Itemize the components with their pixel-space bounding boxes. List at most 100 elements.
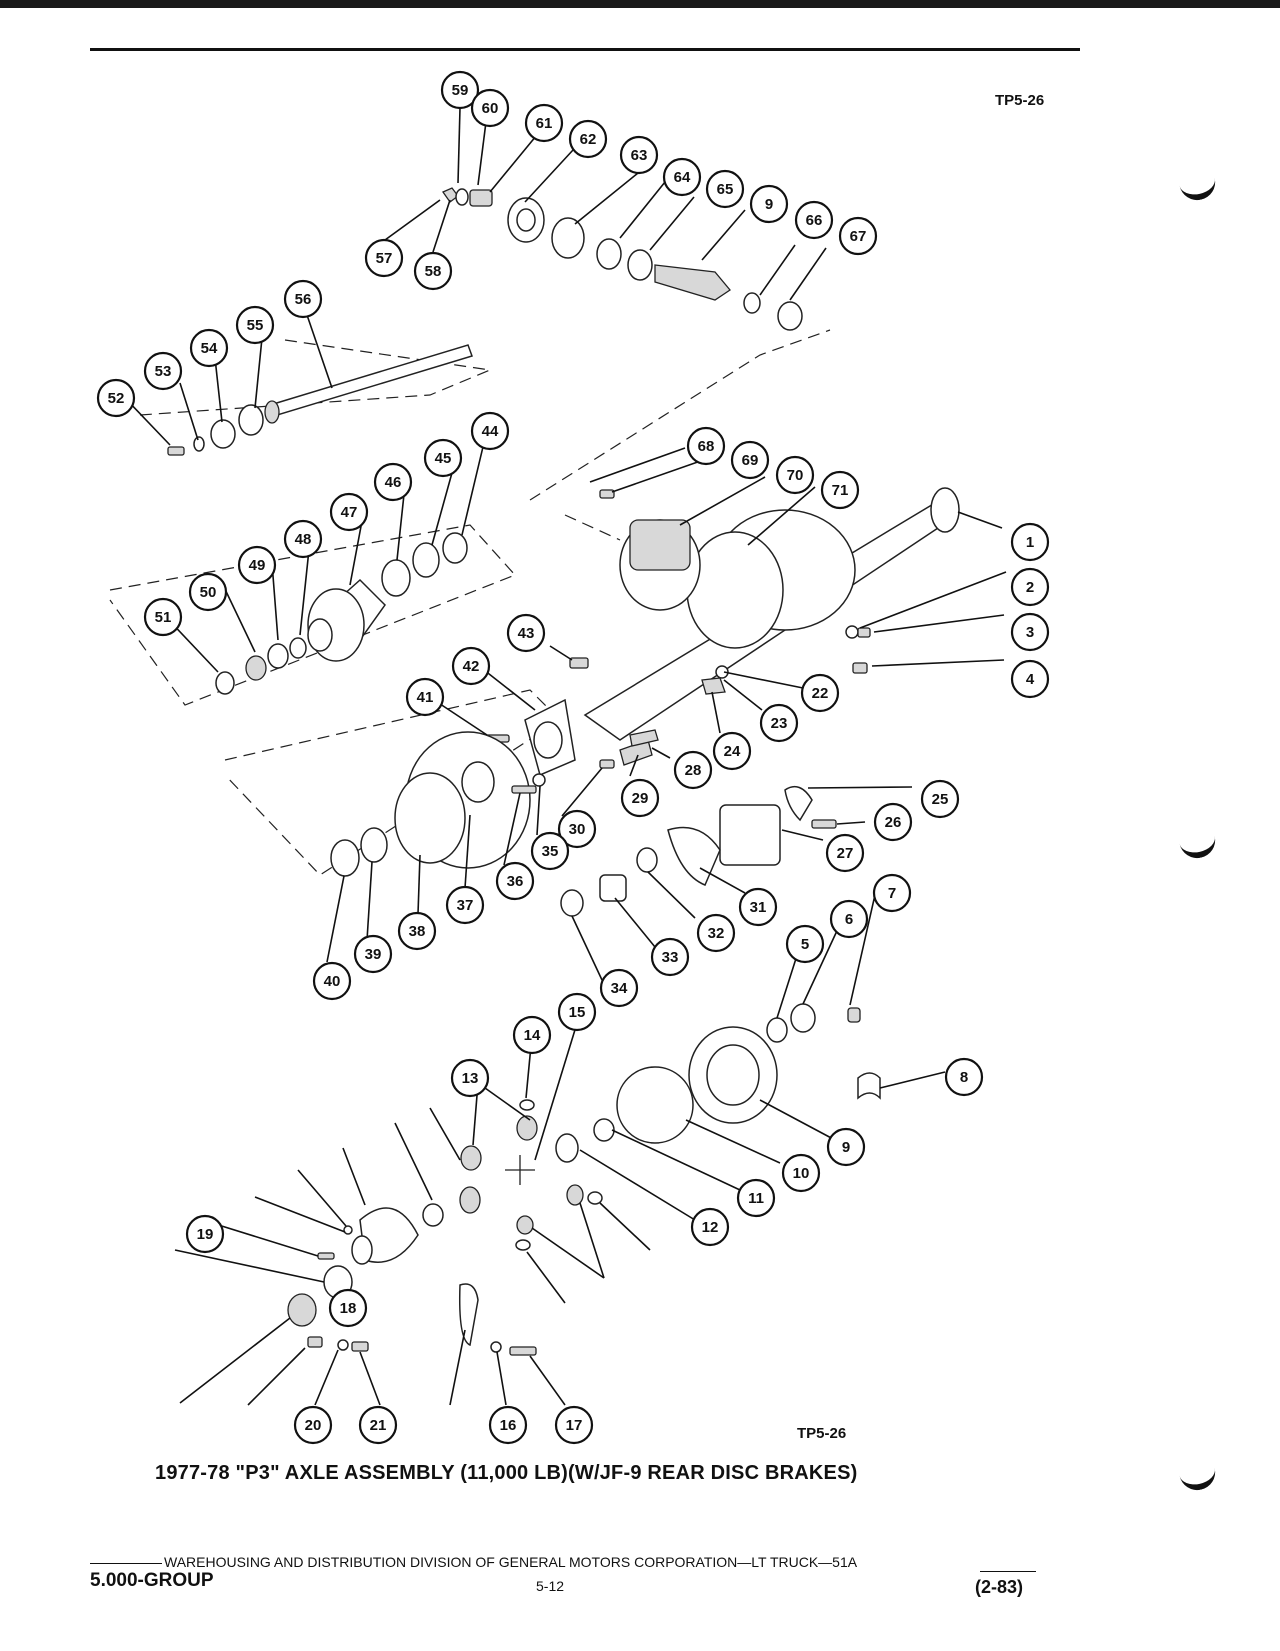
callout: 34 xyxy=(599,968,639,1008)
callout: 15 xyxy=(557,992,597,1032)
svg-text:34: 34 xyxy=(611,980,628,997)
callout: 36 xyxy=(495,861,535,901)
svg-text:17: 17 xyxy=(566,1417,583,1434)
callout: 66 xyxy=(794,200,834,240)
callout: 43 xyxy=(506,613,546,653)
svg-text:9: 9 xyxy=(765,196,773,213)
svg-text:46: 46 xyxy=(385,474,402,491)
callout: 29 xyxy=(620,778,660,818)
svg-text:41: 41 xyxy=(417,689,434,706)
svg-text:26: 26 xyxy=(885,814,902,831)
svg-text:70: 70 xyxy=(787,467,804,484)
figure-caption: 1977-78 "P3" AXLE ASSEMBLY (11,000 LB)(W… xyxy=(155,1462,858,1484)
svg-text:55: 55 xyxy=(247,317,264,334)
page-number: 5-12 xyxy=(536,1578,565,1594)
axle-housing xyxy=(569,487,960,741)
callout: 2 xyxy=(1010,567,1050,607)
callout: 49 xyxy=(237,545,277,585)
callout: 57 xyxy=(364,238,404,278)
leader-lines xyxy=(124,107,1007,1406)
svg-text:16: 16 xyxy=(500,1417,517,1434)
callout: 41 xyxy=(405,677,445,717)
callout: 23 xyxy=(759,703,799,743)
pinion-parts xyxy=(442,187,803,331)
svg-text:71: 71 xyxy=(832,482,849,499)
svg-text:11: 11 xyxy=(748,1190,764,1207)
header-rule xyxy=(90,48,1080,51)
callout: 9 xyxy=(749,184,789,224)
svg-text:45: 45 xyxy=(435,450,452,467)
svg-text:22: 22 xyxy=(812,685,829,702)
svg-text:8: 8 xyxy=(960,1069,968,1086)
group-label: 5.000-GROUP xyxy=(90,1570,214,1591)
callout: 10 xyxy=(781,1153,821,1193)
svg-text:40: 40 xyxy=(324,973,341,990)
callout: 20 xyxy=(293,1405,333,1445)
footer-rule-right xyxy=(980,1571,1036,1572)
svg-text:51: 51 xyxy=(155,609,172,626)
svg-text:10: 10 xyxy=(793,1165,810,1182)
callout: 65 xyxy=(705,169,745,209)
callout: 61 xyxy=(524,103,564,143)
svg-text:49: 49 xyxy=(249,557,266,574)
svg-text:60: 60 xyxy=(482,100,499,117)
svg-text:53: 53 xyxy=(155,363,172,380)
callout: 58 xyxy=(413,251,453,291)
callout: 21 xyxy=(358,1405,398,1445)
svg-text:12: 12 xyxy=(702,1219,719,1236)
callout: 51 xyxy=(143,597,183,637)
callout: 8 xyxy=(944,1057,984,1097)
svg-text:61: 61 xyxy=(536,115,553,132)
svg-text:3: 3 xyxy=(1026,624,1034,641)
svg-text:6: 6 xyxy=(845,911,853,928)
callout: 26 xyxy=(873,802,913,842)
svg-text:43: 43 xyxy=(518,625,535,642)
svg-text:21: 21 xyxy=(370,1417,387,1434)
svg-text:44: 44 xyxy=(482,423,499,440)
callout: 6 xyxy=(829,899,869,939)
svg-text:23: 23 xyxy=(771,715,788,732)
callout: 45 xyxy=(423,438,463,478)
svg-text:68: 68 xyxy=(698,438,715,455)
callout: 44 xyxy=(470,411,510,451)
svg-text:62: 62 xyxy=(580,131,597,148)
svg-text:13: 13 xyxy=(462,1070,479,1087)
svg-text:19: 19 xyxy=(197,1226,214,1243)
callout: 62 xyxy=(568,119,608,159)
figure-code-bottom: TP5-26 xyxy=(797,1425,847,1442)
svg-text:33: 33 xyxy=(662,949,679,966)
callout: 52 xyxy=(96,378,136,418)
svg-text:14: 14 xyxy=(524,1027,541,1044)
svg-text:65: 65 xyxy=(717,181,734,198)
callout: 35 xyxy=(530,831,570,871)
revision-date: (2-83) xyxy=(975,1577,1024,1597)
svg-text:48: 48 xyxy=(295,531,312,548)
callout: 22 xyxy=(800,673,840,713)
svg-text:54: 54 xyxy=(201,340,218,357)
callout: 31 xyxy=(738,887,778,927)
callout: 17 xyxy=(554,1405,594,1445)
callout: 56 xyxy=(283,279,323,319)
footer-distribution-line: WAREHOUSING AND DISTRIBUTION DIVISION OF… xyxy=(90,1554,857,1570)
callout: 71 xyxy=(820,470,860,510)
svg-text:24: 24 xyxy=(724,743,741,760)
svg-text:67: 67 xyxy=(850,228,867,245)
callout: 16 xyxy=(488,1405,528,1445)
svg-text:66: 66 xyxy=(806,212,823,229)
svg-text:35: 35 xyxy=(542,843,559,860)
callout: 39 xyxy=(353,934,393,974)
svg-text:63: 63 xyxy=(631,147,648,164)
axle-shaft-parts xyxy=(167,344,473,456)
callout: 11 xyxy=(736,1178,776,1218)
callout: 4 xyxy=(1010,659,1050,699)
callout: 40 xyxy=(312,961,352,1001)
svg-text:18: 18 xyxy=(340,1300,357,1317)
svg-text:64: 64 xyxy=(674,169,691,186)
distribution-text: WAREHOUSING AND DISTRIBUTION DIVISION OF… xyxy=(164,1554,858,1570)
svg-text:36: 36 xyxy=(507,873,524,890)
callout: 60 xyxy=(470,88,510,128)
callout: 13 xyxy=(450,1058,490,1098)
callout: 50 xyxy=(188,572,228,612)
callout: 47 xyxy=(329,492,369,532)
